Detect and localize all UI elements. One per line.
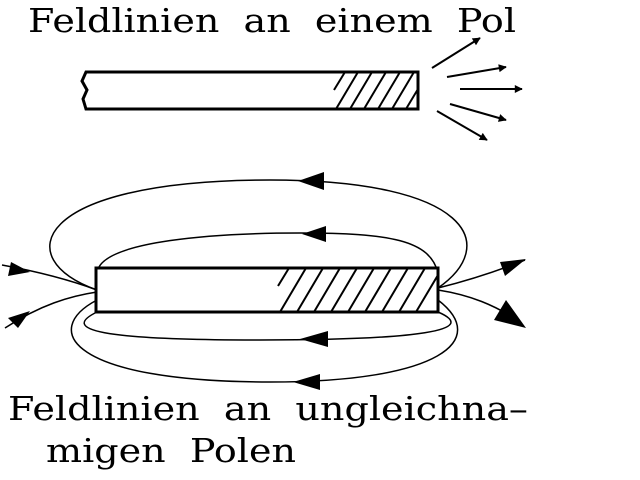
field-arrow: [449, 103, 507, 122]
arrow-incoming-upper: [8, 262, 30, 276]
arrow-outgoing-lower: [494, 300, 526, 328]
arrow-left-inner-top: [302, 226, 326, 242]
outer-lower-field-line: [70, 299, 459, 383]
hatched-pole-bottom: [277, 267, 439, 313]
inner-lower-field-line: [83, 311, 452, 341]
dipole-bar-magnet: [94, 266, 440, 314]
field-arrow: [431, 37, 481, 69]
field-arrow: [446, 64, 507, 78]
top-caption: Feldlinien an einem Pol: [28, 1, 516, 40]
radial-field-arrows: [431, 37, 523, 141]
bottom-caption-line-2: migen Polen: [46, 431, 296, 470]
single-pole-magnet: [80, 70, 420, 111]
field-arrow: [436, 110, 488, 141]
arrow-left-inner-bottom: [300, 331, 328, 347]
arrow-left-outer-top: [298, 172, 324, 190]
dipole-direction-arrows: [8, 172, 526, 390]
arrow-incoming-lower: [8, 311, 30, 328]
hatched-pole-top: [333, 71, 419, 110]
dipole-field-lines: [1, 179, 526, 383]
arrow-outgoing-upper: [500, 259, 526, 276]
inner-upper-field-line: [96, 232, 439, 274]
bottom-caption-line-1: Feldlinien an ungleichna–: [8, 389, 528, 428]
outer-upper-field-line: [49, 179, 468, 291]
arrow-left-outer-bottom: [293, 374, 320, 390]
